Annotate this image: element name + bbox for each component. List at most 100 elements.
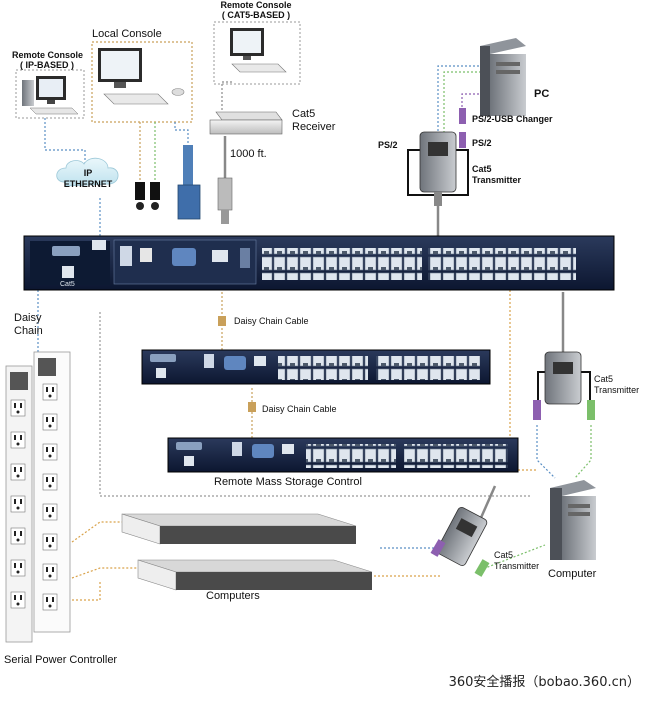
power-outlet	[10, 559, 26, 577]
computer-tower	[550, 480, 596, 560]
outlet-slot	[52, 597, 54, 602]
cat5-transmitter-top	[419, 131, 457, 206]
local-console-frame	[91, 41, 193, 123]
outlet-slot	[14, 499, 16, 504]
label-distance: 1000 ft.	[230, 148, 267, 160]
power-outlet	[10, 527, 26, 545]
outlet-slot	[46, 447, 48, 452]
cable-pc-blue	[437, 65, 483, 135]
label-pc: PC	[534, 88, 550, 100]
tower-icon	[480, 38, 526, 116]
outlet-slot	[46, 507, 48, 512]
power-outlet	[42, 593, 58, 611]
power-outlet	[42, 563, 58, 581]
power-outlets	[10, 383, 58, 611]
outlet-slot	[14, 435, 16, 440]
outlet-slot	[46, 477, 48, 482]
label-daisy: Daisy	[14, 312, 42, 324]
cable-ip-console	[44, 118, 86, 165]
remote-console-cat5	[213, 21, 301, 85]
label-computers: Computers	[206, 590, 260, 602]
tower-icon	[22, 80, 34, 106]
outlet-slot	[46, 537, 48, 542]
outlet-slot	[20, 435, 22, 440]
outlet-slot	[52, 447, 54, 452]
cable-right-purple	[536, 425, 556, 479]
outlet-slot	[46, 417, 48, 422]
outlet-ground	[16, 506, 20, 510]
ip-frame	[15, 69, 85, 119]
label-daisy-chain-cable-1: Daisy Chain Cable	[234, 316, 309, 326]
label-cat5-transmitter-bottom-2: Transmitter	[494, 561, 540, 571]
label-cat5-transmitter-right-2: Transmitter	[594, 385, 640, 395]
power-outlet	[10, 399, 26, 417]
kvm-switch-3	[167, 437, 519, 473]
power-outlet	[42, 533, 58, 551]
kvm-switch-2	[141, 349, 491, 385]
power-outlet	[42, 443, 58, 461]
power-outlet	[42, 503, 58, 521]
outlet-slot	[52, 477, 54, 482]
label-remote-console-cat5-2: ( CAT5-BASED )	[221, 10, 291, 20]
outlet-slot	[46, 597, 48, 602]
cable-bottom-trans	[478, 485, 497, 521]
label-ps2-left: PS/2	[378, 140, 398, 150]
cable-power-2	[71, 567, 140, 579]
outlet-slot	[20, 563, 22, 568]
label-chain: Chain	[14, 325, 43, 337]
outlet-slot	[14, 531, 16, 536]
cable-cat5-console	[221, 81, 232, 112]
cable-ps2-loop	[407, 149, 469, 196]
outlet-ground	[48, 424, 52, 428]
label-remote-mass-storage: Remote Mass Storage Control	[214, 476, 362, 488]
label-cat5-transmitter-top-2: Transmitter	[472, 175, 522, 185]
outlet-ground	[48, 514, 52, 518]
label-cat5-transmitter-top-1: Cat5	[472, 164, 492, 174]
label-ps2-usb-changer: PS/2-USB Changer	[472, 114, 553, 124]
keyboard-icon	[103, 93, 169, 105]
label-remote-console-ip-1: Remote Console	[12, 50, 84, 60]
server-icon	[137, 559, 373, 591]
outlet-ground	[48, 394, 52, 398]
local-console	[98, 48, 185, 105]
label-cat5-transmitter-right-1: Cat5	[594, 374, 614, 384]
label-cat5-receiver-1: Cat5	[292, 108, 316, 120]
power-outlet	[10, 463, 26, 481]
cable-pc-green	[443, 71, 485, 135]
outlet-slot	[52, 537, 54, 542]
cable-local-3	[174, 122, 189, 145]
cable-gray-loop	[99, 312, 530, 497]
label-ps2-right: PS/2	[472, 138, 492, 148]
label-remote-console-cat5-1: Remote Console	[220, 0, 292, 10]
label-cat5-transmitter-bottom-1: Cat5	[494, 550, 514, 560]
power-outlet	[42, 383, 58, 401]
outlet-ground	[48, 544, 52, 548]
outlet-slot	[20, 531, 22, 536]
monitor-icon	[36, 76, 66, 104]
cable-pc-purple	[461, 93, 495, 108]
power-outlet	[10, 591, 26, 609]
cat5-frame	[213, 21, 301, 85]
outlet-ground	[16, 410, 20, 414]
outlet-ground	[48, 454, 52, 458]
monitor-icon	[230, 28, 264, 60]
outlet-slot	[20, 499, 22, 504]
label-ethernet: ETHERNET	[63, 179, 113, 189]
outlet-slot	[14, 563, 16, 568]
tower-icon	[550, 480, 596, 560]
outlet-ground	[16, 474, 20, 478]
cat5-transmitter-bottom	[436, 507, 488, 566]
server-icon	[121, 513, 357, 545]
outlet-ground	[48, 604, 52, 608]
label-computer: Computer	[548, 568, 597, 580]
outlet-ground	[48, 574, 52, 578]
outlet-slot	[20, 403, 22, 408]
ps2-connectors	[135, 182, 160, 210]
label-cat5-port: Cat5	[60, 281, 75, 288]
monitor-icon	[98, 48, 142, 88]
bottom-trans-plugs	[430, 539, 490, 577]
label-remote-console-ip-2: ( IP-BASED )	[20, 60, 74, 70]
outlet-slot	[52, 567, 54, 572]
cat5-transmitter-right	[533, 351, 595, 420]
